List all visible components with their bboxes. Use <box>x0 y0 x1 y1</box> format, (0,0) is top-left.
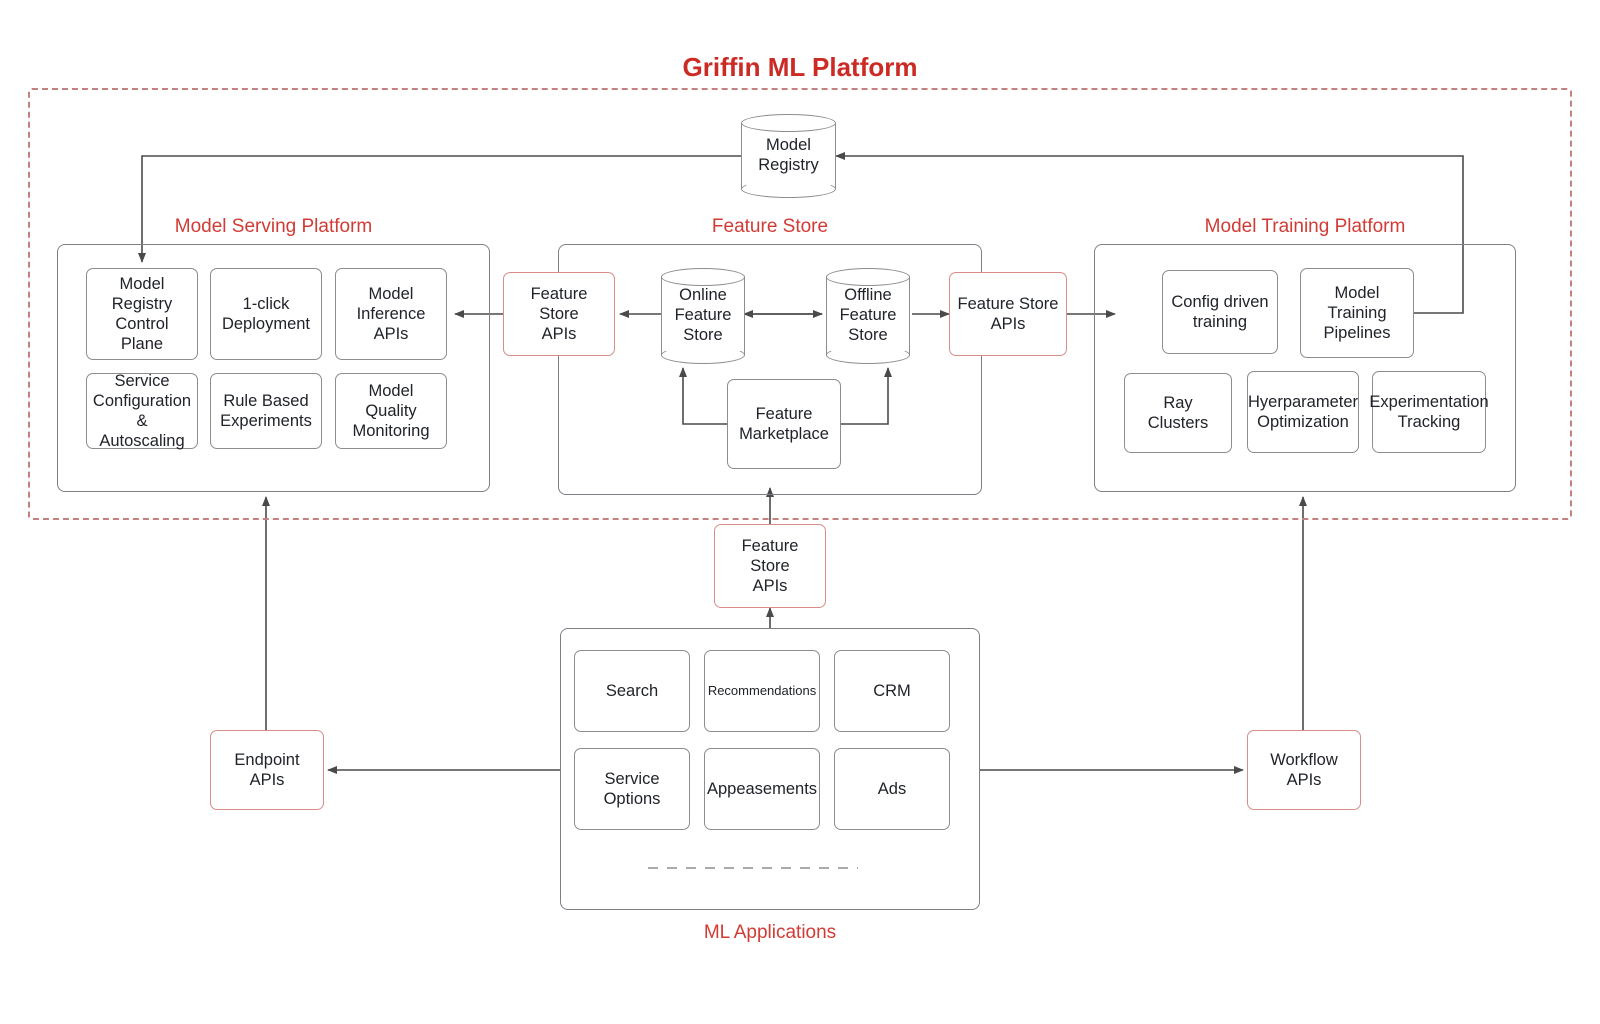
feature-store-label: Feature Store <box>711 216 829 237</box>
serving-item-model-inference-apis[interactable]: Model Inference APIs <box>335 268 447 360</box>
training-item-config-driven-training[interactable]: Config driven training <box>1162 270 1278 354</box>
cylinder-body <box>661 277 745 355</box>
serving-item-model-registry-control-plane[interactable]: Model Registry Control Plane <box>86 268 198 360</box>
feature-store-api-right[interactable]: Feature Store APIs <box>949 272 1067 356</box>
page-title: Griffin ML Platform <box>682 52 918 82</box>
model-serving-platform-group <box>57 244 490 492</box>
serving-item-model-quality-monitoring[interactable]: Model Quality Monitoring <box>335 373 447 449</box>
app-ads[interactable]: Ads <box>834 748 950 830</box>
endpoint-apis[interactable]: Endpoint APIs <box>210 730 324 810</box>
training-item-experimentation-tracking[interactable]: Experimentation Tracking <box>1369 371 1489 453</box>
training-item-hyperparameter-optimization[interactable]: Hyerparameter Optimization <box>1247 371 1359 453</box>
app-crm[interactable]: CRM <box>834 650 950 732</box>
feature-marketplace[interactable]: Feature Marketplace <box>727 379 841 469</box>
online-feature-store-cylinder: Online Feature Store <box>661 268 745 364</box>
serving-item-rule-based-experiments[interactable]: Rule Based Experiments <box>210 373 322 449</box>
serving-item-1-click-deployment[interactable]: 1-click Deployment <box>210 268 322 360</box>
training-item-ray-clusters[interactable]: Ray Clusters <box>1124 373 1232 453</box>
ml-applications-group <box>560 628 980 910</box>
cylinder-body <box>826 277 910 355</box>
offline-feature-store-label: Offline Feature Store <box>839 286 897 344</box>
feature-store-api-left[interactable]: Feature Store APIs <box>503 272 615 356</box>
cylinder-top <box>826 268 910 286</box>
cylinder-body <box>741 123 836 189</box>
serving-item-service-configuration-autoscaling[interactable]: Service Configuration & Autoscaling <box>86 372 198 450</box>
model-registry-label: Model Registry <box>758 136 819 174</box>
cylinder-bottom <box>661 346 745 364</box>
app-service-options[interactable]: Service Options <box>574 748 690 830</box>
app-recommendations[interactable]: Recommendations <box>704 650 820 732</box>
cylinder-bottom <box>826 346 910 364</box>
app-search[interactable]: Search <box>574 650 690 732</box>
online-feature-store-label: Online Feature Store <box>674 286 732 344</box>
model-training-platform-group <box>1094 244 1516 492</box>
workflow-apis[interactable]: Workflow APIs <box>1247 730 1361 810</box>
model-training-platform-label: Model Training Platform <box>1204 216 1406 237</box>
cylinder-top <box>661 268 745 286</box>
offline-feature-store-cylinder: Offline Feature Store <box>826 268 910 364</box>
model-serving-platform-label: Model Serving Platform <box>174 216 373 237</box>
bridge-feature-store-apis[interactable]: Feature Store APIs <box>714 524 826 608</box>
model-registry-cylinder: Model Registry <box>741 114 836 198</box>
app-appeasements[interactable]: Appeasements <box>704 748 820 830</box>
platform-boundary <box>28 88 1572 520</box>
ml-applications-label: ML Applications <box>703 922 837 943</box>
training-item-model-training-pipelines[interactable]: Model Training Pipelines <box>1300 268 1414 358</box>
feature-store-group <box>558 244 982 495</box>
cylinder-top <box>741 114 836 132</box>
cylinder-bottom <box>741 180 836 198</box>
